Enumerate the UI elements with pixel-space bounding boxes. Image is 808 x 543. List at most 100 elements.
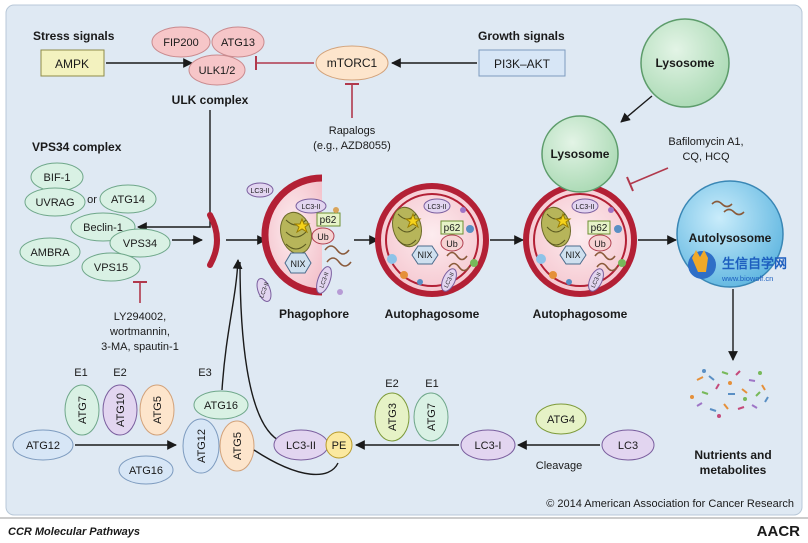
fip200-label: FIP200 [163, 37, 198, 49]
atg12-left-node [12, 429, 74, 461]
e3-label: E3 [198, 367, 211, 379]
stress-signals-label: Stress signals [33, 29, 115, 43]
autolysosome-label: Autolysosome [689, 231, 772, 245]
phago-nix-label: NIX [290, 259, 305, 269]
atg16-lower-node [118, 455, 174, 485]
atg5-top-label: ATG5 [152, 396, 164, 424]
auto1-p62-label: p62 [444, 223, 461, 234]
ulk-complex-label: ULK complex [172, 93, 249, 107]
wortmannin-label: wortmannin, [109, 326, 170, 338]
biowolf-watermark: 生信自学网 www.biowolf.cn [688, 250, 787, 283]
vps34-label: VPS34 [123, 238, 157, 250]
nutrients-illustration [690, 369, 769, 418]
atg5-right-label: ATG5 [232, 432, 244, 460]
bafilomycin-label: Bafilomycin A1, [668, 136, 743, 148]
uvrag-node [24, 187, 86, 217]
phago-ub-label: Ub [317, 232, 329, 242]
phago-lc3ii-label: LC3-II [301, 204, 320, 211]
phago-p62-label: p62 [320, 215, 337, 226]
auto1-ub-label: Ub [446, 239, 458, 249]
footer-journal-title: CCR Molecular Pathways [8, 526, 140, 538]
atg12-right-label: ATG12 [196, 429, 208, 463]
atg7-right-label: ATG7 [426, 403, 438, 431]
watermark-cn-text: 生信自学网 [722, 256, 787, 272]
3ma-spautin-label: 3-MA, spautin-1 [101, 341, 179, 353]
lysosome-mid-label: Lysosome [551, 147, 610, 161]
vps15-label: VPS15 [94, 262, 128, 274]
ly294002-label: LY294002, [114, 311, 166, 323]
ambra-label: AMBRA [30, 247, 70, 259]
lc3i-node [460, 429, 516, 461]
vps34-node [109, 228, 171, 258]
footer-aacr-logo: AACR [757, 523, 800, 540]
pe-node [325, 431, 353, 459]
autophagosome-2-label: Autophagosome [533, 307, 628, 321]
lc3ii-conj-label: LC3-II [286, 440, 316, 452]
isolation-membrane [207, 212, 220, 268]
cq-hcq-label: CQ, HCQ [682, 151, 730, 163]
atg12-right-node [182, 418, 220, 474]
autophagosome-2-structure [523, 183, 637, 297]
bif1-label: BIF-1 [44, 172, 71, 184]
atg5-right-node [219, 420, 255, 472]
phago-lc3ii-free-1 [246, 182, 274, 198]
atg3-node [374, 392, 410, 442]
lysosome-top [640, 18, 730, 108]
lysosome-top-label: Lysosome [656, 56, 715, 70]
watermark-url-text: www.biowolf.cn [721, 274, 773, 283]
auto1-lc3ii-label: LC3-II [427, 204, 446, 211]
atg14-node [99, 184, 157, 214]
atg16-upper-label: ATG16 [204, 400, 238, 412]
atg4-label: ATG4 [547, 414, 575, 426]
lc3-node [601, 429, 655, 461]
auto2-lc3ii-label: LC3-II [575, 204, 594, 211]
atg7-right-node [413, 392, 449, 442]
phago-lc3ii-free-2 [256, 278, 272, 302]
autophagosome-1-label: Autophagosome [385, 307, 480, 321]
ulk12-label: ULK1/2 [199, 65, 236, 77]
pi3k-akt-box [478, 49, 566, 77]
e2-right-label: E2 [385, 378, 398, 390]
atg7-left-label: ATG7 [77, 396, 89, 424]
atg16-lower-label: ATG16 [129, 465, 163, 477]
lysosome-mid [541, 115, 619, 193]
uvrag-label: UVRAG [35, 197, 74, 209]
pi3k-akt-label: PI3K–AKT [494, 57, 551, 71]
atg10-node [102, 384, 138, 436]
auto1-nix-label: NIX [417, 250, 432, 260]
beclin1-label: Beclin-1 [83, 222, 123, 234]
metabolites-label: metabolites [700, 463, 767, 477]
atg4-node [535, 403, 587, 435]
e2-left-label: E2 [113, 367, 126, 379]
auto2-ub-label: Ub [594, 239, 606, 249]
autophagosome-1-structure [375, 183, 489, 297]
phago-lc3ii-free-label-1: LC3-II [250, 188, 269, 195]
nutrients-label: Nutrients and [694, 448, 771, 462]
rapalogs-example-label: (e.g., AZD8055) [313, 140, 391, 152]
auto2-p62-label: p62 [591, 223, 608, 234]
lc3i-label: LC3-I [475, 440, 502, 452]
auto2-nix-label: NIX [565, 250, 580, 260]
ampk-label: AMPK [55, 57, 89, 71]
atg12-left-label: ATG12 [26, 440, 60, 452]
atg16-upper-node [193, 390, 249, 420]
mtorc1-node [315, 45, 389, 81]
atg13-node [211, 26, 265, 58]
vps34-complex-label: VPS34 complex [32, 140, 122, 154]
ampk-box [40, 49, 105, 77]
atg7-left-node [64, 384, 100, 436]
e1-right-label: E1 [425, 378, 438, 390]
vps15-node [81, 252, 141, 282]
rapalogs-label: Rapalogs [329, 125, 376, 137]
cleavage-label: Cleavage [536, 460, 582, 472]
ulk12-node [188, 54, 246, 86]
copyright-text: © 2014 American Association for Cancer R… [546, 498, 794, 510]
atg14-label: ATG14 [111, 194, 145, 206]
phagophore-structure [261, 174, 352, 296]
e1-left-label: E1 [74, 367, 87, 379]
atg10-label: ATG10 [115, 393, 127, 427]
atg5-top-node [139, 384, 175, 436]
fip200-node [151, 26, 211, 58]
